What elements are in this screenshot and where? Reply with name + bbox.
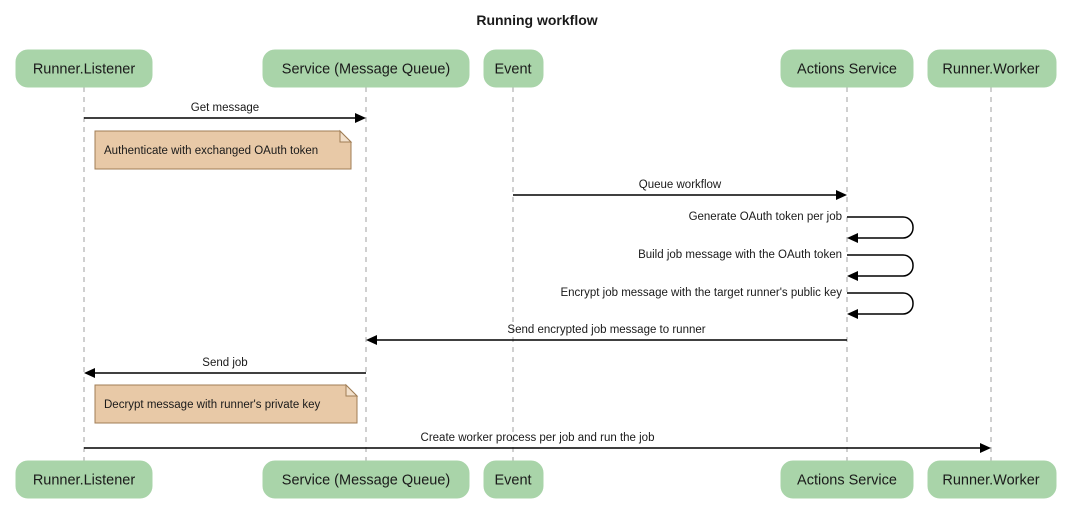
message-label-m4: Build job message with the OAuth token bbox=[638, 249, 842, 261]
message-label-m3: Generate OAuth token per job bbox=[689, 211, 842, 223]
actor-label-service_mq: Service (Message Queue) bbox=[282, 472, 450, 488]
message-m6[interactable]: Send encrypted job message to runner bbox=[366, 324, 847, 345]
message-m8[interactable]: Create worker process per job and run th… bbox=[84, 432, 991, 453]
actor-actions_service-bottom[interactable]: Actions Service bbox=[780, 460, 914, 499]
message-path-m4 bbox=[847, 254, 914, 277]
note-label-n1: Authenticate with exchanged OAuth token bbox=[104, 145, 318, 157]
arrowhead-m5 bbox=[847, 309, 858, 319]
actor-label-runner_listener: Runner.Listener bbox=[33, 61, 136, 77]
actor-boxes-bottom: Runner.Listener Service (Message Queue) Ev… bbox=[15, 460, 1057, 499]
arrowhead-m4 bbox=[847, 271, 858, 281]
actor-runner_worker-bottom[interactable]: Runner.Worker bbox=[927, 460, 1057, 499]
note-body-n2 bbox=[94, 384, 358, 424]
note-body-n1 bbox=[94, 130, 352, 170]
actor-runner_listener-top[interactable]: Runner.Listener bbox=[15, 49, 153, 88]
message-m4[interactable]: Build job message with the OAuth token bbox=[638, 249, 914, 281]
actor-label-event: Event bbox=[494, 472, 531, 488]
actor-label-service_mq: Service (Message Queue) bbox=[282, 61, 450, 77]
note-fold-corner-n2 bbox=[345, 383, 359, 397]
message-label-m8: Create worker process per job and run th… bbox=[421, 432, 655, 444]
actor-actions_service-top[interactable]: Actions Service bbox=[780, 49, 914, 88]
note-n2: Decrypt message with runner's private ke… bbox=[94, 383, 359, 424]
actor-event-bottom[interactable]: Event bbox=[483, 460, 544, 499]
actor-label-runner_listener: Runner.Listener bbox=[33, 472, 136, 488]
actor-box-service_mq[interactable] bbox=[262, 49, 470, 88]
actor-box-actions_service[interactable] bbox=[780, 49, 914, 88]
actor-service_mq-bottom[interactable]: Service (Message Queue) bbox=[262, 460, 470, 499]
actor-boxes-top: Runner.Listener Service (Message Queue) Ev… bbox=[15, 49, 1057, 88]
note-fold-corner-n1 bbox=[339, 129, 353, 143]
actor-service_mq-top[interactable]: Service (Message Queue) bbox=[262, 49, 470, 88]
actor-label-runner_worker: Runner.Worker bbox=[942, 61, 1039, 77]
message-m3[interactable]: Generate OAuth token per job bbox=[689, 211, 914, 243]
message-m1[interactable]: Get message bbox=[84, 102, 366, 123]
message-m2[interactable]: Queue workflow bbox=[513, 179, 847, 200]
actor-label-runner_worker: Runner.Worker bbox=[942, 472, 1039, 488]
arrowhead-m3 bbox=[847, 233, 858, 243]
arrowhead-m6 bbox=[366, 335, 377, 345]
message-label-m7: Send job bbox=[202, 357, 247, 369]
arrowhead-m1 bbox=[355, 113, 366, 123]
actor-box-event[interactable] bbox=[483, 49, 544, 88]
note-n1: Authenticate with exchanged OAuth token bbox=[94, 129, 353, 170]
actor-box-event[interactable] bbox=[483, 460, 544, 499]
message-m7[interactable]: Send job bbox=[84, 357, 366, 378]
actor-box-runner_worker[interactable] bbox=[927, 49, 1057, 88]
actor-box-service_mq[interactable] bbox=[262, 460, 470, 499]
arrowhead-m8 bbox=[980, 443, 991, 453]
actor-event-top[interactable]: Event bbox=[483, 49, 544, 88]
message-path-m3 bbox=[847, 216, 914, 239]
actor-box-runner_listener[interactable] bbox=[15, 460, 153, 499]
actor-runner_listener-bottom[interactable]: Runner.Listener bbox=[15, 460, 153, 499]
actor-box-actions_service[interactable] bbox=[780, 460, 914, 499]
actor-runner_worker-top[interactable]: Runner.Worker bbox=[927, 49, 1057, 88]
message-label-m1: Get message bbox=[191, 102, 259, 114]
message-path-m5 bbox=[847, 292, 914, 315]
message-label-m6: Send encrypted job message to runner bbox=[507, 324, 705, 336]
arrowhead-m2 bbox=[836, 190, 847, 200]
message-label-m2: Queue workflow bbox=[639, 179, 722, 191]
actor-label-actions_service: Actions Service bbox=[797, 472, 897, 488]
notes-group: Authenticate with exchanged OAuth tokenD… bbox=[94, 129, 359, 424]
actor-box-runner_worker[interactable] bbox=[927, 460, 1057, 499]
actor-box-runner_listener[interactable] bbox=[15, 49, 153, 88]
actor-label-event: Event bbox=[494, 61, 531, 77]
actor-label-actions_service: Actions Service bbox=[797, 61, 897, 77]
arrowhead-m7 bbox=[84, 368, 95, 378]
lifelines-group bbox=[83, 87, 992, 461]
message-m5[interactable]: Encrypt job message with the target runn… bbox=[560, 287, 914, 319]
page-title: Running workflow bbox=[476, 12, 597, 28]
note-label-n2: Decrypt message with runner's private ke… bbox=[104, 399, 321, 411]
message-label-m5: Encrypt job message with the target runn… bbox=[560, 287, 842, 299]
